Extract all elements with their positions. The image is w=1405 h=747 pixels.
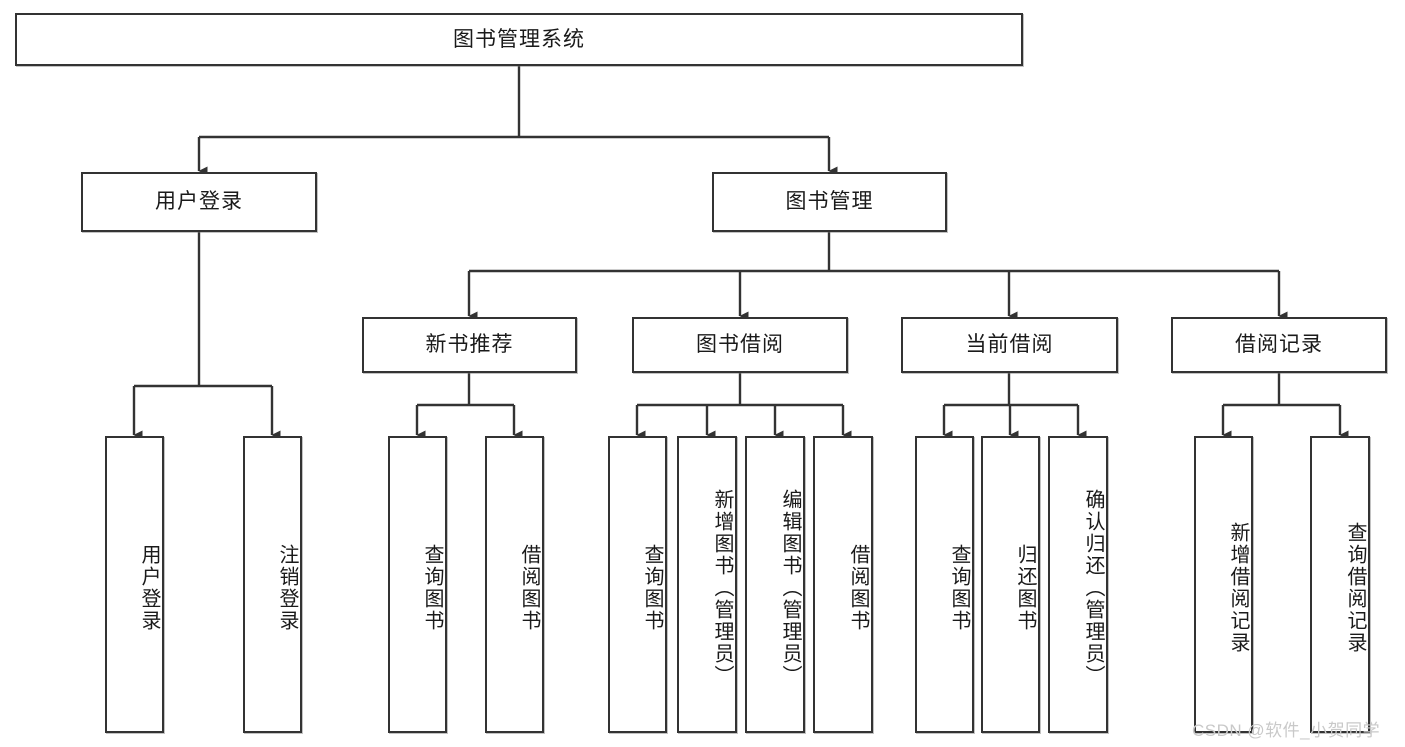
connector-lines bbox=[132, 66, 1349, 440]
node-leaf-logout[interactable]: 注销登录 bbox=[243, 436, 302, 733]
node-leaf-return-book[interactable]: 归还图书 bbox=[981, 436, 1040, 733]
node-label: 注销登录 bbox=[276, 543, 298, 632]
node-label: 编辑图书（管理员） bbox=[779, 488, 801, 687]
node-label: 查询图书 bbox=[421, 543, 443, 632]
node-label: 借阅记录 bbox=[1235, 333, 1323, 357]
node-label: 查询图书 bbox=[641, 543, 663, 632]
node-leaf-edit-book[interactable]: 编辑图书（管理员） bbox=[745, 436, 805, 733]
node-label: 用户登录 bbox=[138, 543, 160, 632]
node-leaf-borrow-book[interactable]: 借阅图书 bbox=[813, 436, 873, 733]
node-label: 用户登录 bbox=[155, 190, 243, 214]
node-current-borrow[interactable]: 当前借阅 bbox=[901, 317, 1118, 373]
node-label: 查询图书 bbox=[948, 543, 970, 632]
node-root[interactable]: 图书管理系统 bbox=[15, 13, 1023, 66]
node-label: 归还图书 bbox=[1014, 543, 1036, 632]
node-label: 新书推荐 bbox=[425, 333, 514, 357]
node-borrow-record[interactable]: 借阅记录 bbox=[1171, 317, 1387, 373]
node-user-login[interactable]: 用户登录 bbox=[81, 172, 317, 232]
node-leaf-query-record[interactable]: 查询借阅记录 bbox=[1310, 436, 1370, 733]
node-label: 查询借阅记录 bbox=[1344, 521, 1366, 654]
csdn-watermark: CSDN @软件_小贺同学 bbox=[1192, 721, 1381, 740]
node-label: 新增借阅记录 bbox=[1227, 521, 1249, 654]
node-label: 图书管理系统 bbox=[453, 27, 585, 51]
node-label: 图书管理 bbox=[785, 190, 874, 214]
node-label: 借阅图书 bbox=[518, 543, 540, 632]
node-leaf-user-login[interactable]: 用户登录 bbox=[105, 436, 164, 733]
node-leaf-add-book[interactable]: 新增图书（管理员） bbox=[677, 436, 737, 733]
node-leaf-add-record[interactable]: 新增借阅记录 bbox=[1194, 436, 1253, 733]
node-label: 新增图书（管理员） bbox=[711, 488, 733, 687]
node-leaf-query-book-borrow[interactable]: 查询图书 bbox=[608, 436, 667, 733]
node-label: 当前借阅 bbox=[965, 333, 1054, 357]
node-label: 借阅图书 bbox=[847, 543, 869, 632]
node-leaf-confirm-return[interactable]: 确认归还（管理员） bbox=[1048, 436, 1108, 733]
node-book-borrow[interactable]: 图书借阅 bbox=[632, 317, 848, 373]
node-leaf-query-book-rec[interactable]: 查询图书 bbox=[388, 436, 447, 733]
node-book-manage[interactable]: 图书管理 bbox=[712, 172, 947, 232]
node-label: 确认归还（管理员） bbox=[1082, 488, 1104, 687]
node-leaf-query-book-cur[interactable]: 查询图书 bbox=[915, 436, 974, 733]
node-label: 图书借阅 bbox=[696, 333, 784, 357]
node-new-book-rec[interactable]: 新书推荐 bbox=[362, 317, 577, 373]
node-leaf-borrow-book-rec[interactable]: 借阅图书 bbox=[485, 436, 544, 733]
